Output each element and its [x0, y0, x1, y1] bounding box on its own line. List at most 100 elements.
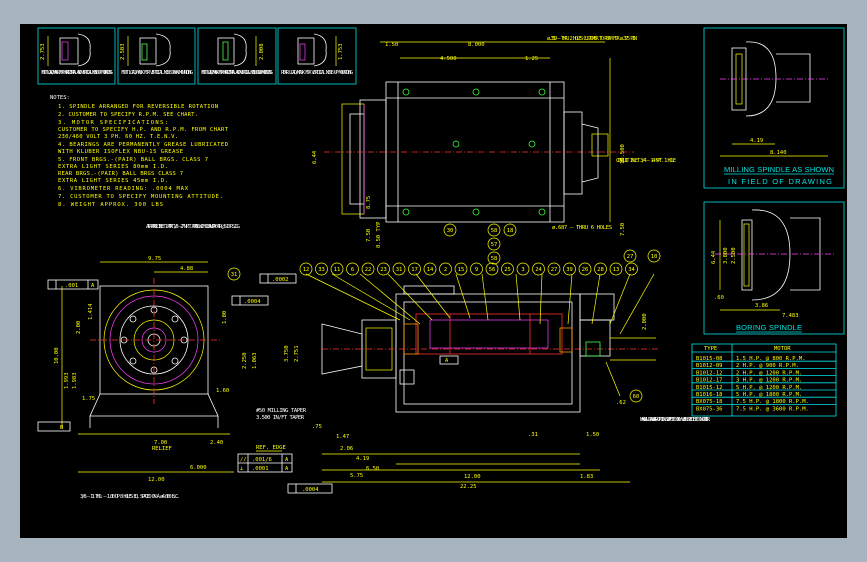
- mount-view-3: 2.008 FOOT LOAD/MASK FOR HORIZONTAL AND …: [201, 33, 273, 76]
- callout-bubble: 23: [377, 262, 390, 276]
- callout-bubble: 58: [487, 251, 501, 265]
- datum-a-ref: A: [91, 283, 95, 289]
- front-dim: 1.063: [252, 352, 258, 369]
- front-dim: 4.88: [180, 266, 193, 272]
- boring-dim: 6.44: [711, 250, 717, 264]
- callout-bubble-label: 58: [491, 256, 498, 262]
- tolerance-table: REF. EDGE // .001/6 A ⊥ .0001 A: [237, 445, 293, 473]
- front-dim: 9.75: [148, 256, 161, 262]
- callout-bubble: 31: [392, 262, 406, 276]
- flatness-b: .0004: [302, 487, 319, 493]
- callout-bubble: 13: [609, 262, 623, 276]
- mount-view-1: 2.753 FOOT LOAD/MASK FOR HORIZONTAL AND …: [40, 33, 113, 76]
- motor-type-cell: BX075-18: [696, 399, 723, 405]
- boring-dim: 7.483: [782, 313, 799, 319]
- motor-spec-cell: 7.5 H.P. @ 1800 R.P.M.: [736, 399, 809, 405]
- top-dim: 1.50: [385, 42, 398, 48]
- front-dim: 12.00: [148, 477, 165, 483]
- front-dim: 1.993: [64, 372, 70, 389]
- milling-dim: 8.140: [770, 150, 787, 156]
- callout-bubble: 15: [454, 262, 468, 276]
- front-dim: 1.60: [216, 388, 229, 394]
- motor-spec-cell: 5 H.P. @ 1800 R.P.M.: [736, 392, 802, 398]
- mount-view-4: 1.753 REAR LOAD/MASK FOR VERTICAL NOSE-U…: [281, 33, 353, 76]
- callout-bubble: 22: [361, 262, 375, 276]
- note-line: CUSTOMER TO SPECIFY H.P. AND R.P.M. FROM…: [58, 127, 229, 133]
- section-dim: .31: [528, 432, 538, 438]
- callout-bubble-label: 11: [334, 267, 341, 273]
- callout-bubble: 17: [408, 262, 421, 276]
- top-dim: 8.75: [366, 196, 372, 209]
- section-dim: .62: [616, 400, 626, 406]
- motor-table-row: B1015-12 5 H.P. @ 1200 R.P.M.: [692, 382, 836, 391]
- tol-table-title: REF. EDGE: [256, 445, 286, 451]
- callout-bubble: 10: [647, 249, 661, 263]
- motor-type-cell: B1015-08: [696, 356, 723, 362]
- boring-dim: 2.500: [731, 247, 737, 264]
- taper-note-2: 3.500 IN/FT TAPER: [256, 415, 305, 421]
- notes-title: NOTES:: [50, 95, 70, 101]
- milling-panel: 4.19 8.140 MILLING SPINDLE AS SHOWN IN F…: [703, 27, 845, 189]
- front-dim: 2.40: [210, 440, 223, 446]
- callout-bubble: 2: [439, 262, 452, 276]
- motor-type-cell: B1016-18: [696, 392, 723, 398]
- note-line: 4. BEARINGS ARE PERMANENTLY GREASE LUBRI…: [58, 142, 228, 148]
- note-line: EXTRA LIGHT SERIES 45mm I.D.: [58, 178, 168, 184]
- mount-caption-3: FOOT LOAD/MASK FOR HORIZONTAL AND VERTIC…: [201, 70, 273, 76]
- front-dim: 1.414: [88, 303, 94, 320]
- tol-0004: .0004: [244, 299, 261, 305]
- callout-bubble-label: 23: [380, 267, 387, 273]
- note-line: 5. FRONT BRGS.-(PAIR) BALL BRGS. CLASS 7: [58, 157, 208, 163]
- tol-cell: A: [285, 457, 289, 463]
- motor-table-row: B1012-09 2 H.P. @ 900 R.P.M.: [692, 360, 836, 369]
- motor-table-header-motor: MOTOR: [774, 346, 791, 352]
- motor-spec-cell: 5 H.P. @ 1200 R.P.M.: [736, 385, 802, 391]
- callout-bubble-label: 18: [507, 228, 514, 234]
- callout-bubble-label: 13: [613, 267, 620, 273]
- boring-title: BORING SPINDLE: [736, 323, 802, 332]
- flatness-a: .0002: [272, 277, 289, 283]
- callout-bubble: 56: [485, 262, 499, 276]
- callout-bubble-label: 31: [396, 267, 403, 273]
- motor-spec-cell: 2 H.P. @ 900 R.P.M.: [736, 363, 799, 369]
- tol-cell: ⊥: [240, 466, 244, 472]
- section-dim: 6.50: [366, 466, 379, 472]
- section-dim: 12.00: [464, 474, 481, 480]
- callout-bubble: 25: [501, 262, 514, 276]
- front-dim: 2.250: [242, 352, 248, 369]
- datum-b: B: [60, 425, 64, 431]
- callout-bubble: 24: [532, 262, 545, 276]
- callout-bubble-label: 25: [504, 267, 511, 273]
- motor-type-cell: B1012-12: [696, 370, 723, 376]
- motor-table-header-type: TYPE: [704, 346, 717, 352]
- front-view: 9.75 4.88 2.00 1.414 1.00 10.00 1.993 1.…: [37, 224, 269, 500]
- callout-bubble-label: 12: [303, 267, 310, 273]
- motor-type-cell: B1012-17: [696, 378, 723, 384]
- tol-cell: //: [240, 457, 247, 463]
- callout-ream-holes: ø.359 – THRU 2 HOLES CUSTOMER TO REAM FO…: [547, 36, 637, 42]
- callout-bubble-label: 6: [351, 267, 354, 273]
- callout-conduit: CONDUIT INLET 3/4 – 14 NPT. 1 HOLE: [616, 158, 676, 164]
- cad-drawing-canvas[interactable]: 2.753 FOOT LOAD/MASK FOR HORIZONTAL AND …: [20, 24, 847, 538]
- callout-bubble-label: 26: [582, 267, 589, 273]
- callout-bubble-label: 33: [318, 267, 325, 273]
- callout-bubble-label: 24: [535, 267, 542, 273]
- top-dim: 8.50 TYP: [376, 221, 382, 248]
- front-dim: 1.00: [222, 311, 228, 324]
- note-line: EXTRA LIGHT SERIES 80mm I.D.: [58, 164, 168, 170]
- callout-bubble: 26: [578, 262, 592, 276]
- top-dim-flange: 6.44: [312, 150, 318, 164]
- tol-cell: .001/6: [252, 457, 272, 463]
- svg-text:60: 60: [633, 394, 640, 400]
- note-line: WITH KLUBER ISOFLEX NBU-15 GREASE: [58, 149, 183, 155]
- callout-bubble-label: 15: [458, 267, 465, 273]
- callout-bubble-label: 17: [411, 267, 418, 273]
- motor-type-cell: B1012-09: [696, 363, 723, 369]
- callout-bubble-label: 10: [651, 254, 658, 260]
- notes-block: NOTES: 1. SPINDLE ARRANGED FOR REVERSIBL…: [50, 95, 229, 208]
- tol-cell: A: [285, 466, 289, 472]
- motor-type-cell: B1015-12: [696, 385, 723, 391]
- callout-bubble-label: 27: [627, 254, 634, 260]
- callout-bubble: 3: [516, 262, 530, 276]
